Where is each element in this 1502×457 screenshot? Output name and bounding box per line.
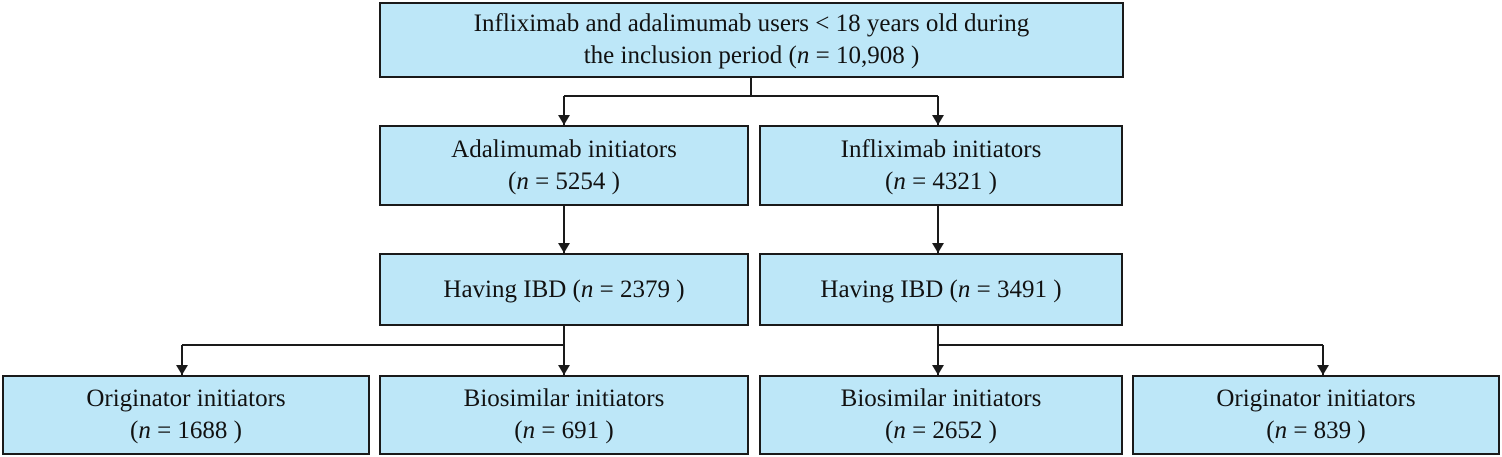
box-ifx-biosimilar-initiators: Biosimilar initiators (n = 2652 ) <box>759 375 1123 455</box>
box-adalimumab-ibd-line1: Having IBD (n = 2379 ) <box>443 275 685 303</box>
box-ifx-biosimilar-line2: (n = 2652 ) <box>884 417 997 444</box>
box-all-users-line2: the inclusion period (n = 10,908 ) <box>583 42 920 69</box>
box-infliximab-ibd: Having IBD (n = 3491 ) <box>759 253 1123 326</box>
box-ifx-originator-initiators: Originator initiators (n = 839 ) <box>1132 375 1500 455</box>
box-ifx-biosimilar-line1: Biosimilar initiators <box>840 385 1042 412</box>
box-infliximab-initiators-line2: (n = 4321 ) <box>884 167 997 195</box>
box-ada-originator-line2: (n = 1688 ) <box>129 417 242 444</box>
box-ada-originator-line1: Originator initiators <box>86 385 286 412</box>
box-adalimumab-initiators: Adalimumab initiators (n = 5254 ) <box>379 125 749 206</box>
box-infliximab-initiators: Infliximab initiators (n = 4321 ) <box>759 125 1123 206</box>
box-adalimumab-ibd: Having IBD (n = 2379 ) <box>379 253 749 326</box>
box-ifx-originator-line1: Originator initiators <box>1216 385 1416 412</box>
box-adalimumab-initiators-line2: (n = 5254 ) <box>507 167 620 195</box>
box-ada-biosimilar-initiators: Biosimilar initiators (n = 691 ) <box>379 375 749 455</box>
box-infliximab-initiators-line1: Infliximab initiators <box>840 135 1042 163</box>
box-adalimumab-initiators-line1: Adalimumab initiators <box>451 135 677 163</box>
box-all-users: Infliximab and adalimumab users < 18 yea… <box>379 2 1124 78</box>
box-ada-biosimilar-line1: Biosimilar initiators <box>463 385 665 412</box>
box-ada-biosimilar-line2: (n = 691 ) <box>514 417 614 444</box>
box-infliximab-ibd-line1: Having IBD (n = 3491 ) <box>820 275 1062 303</box>
box-all-users-line1: Infliximab and adalimumab users < 18 yea… <box>473 10 1030 37</box>
box-ifx-originator-line2: (n = 839 ) <box>1266 417 1366 444</box>
box-ada-originator-initiators: Originator initiators (n = 1688 ) <box>2 375 370 455</box>
